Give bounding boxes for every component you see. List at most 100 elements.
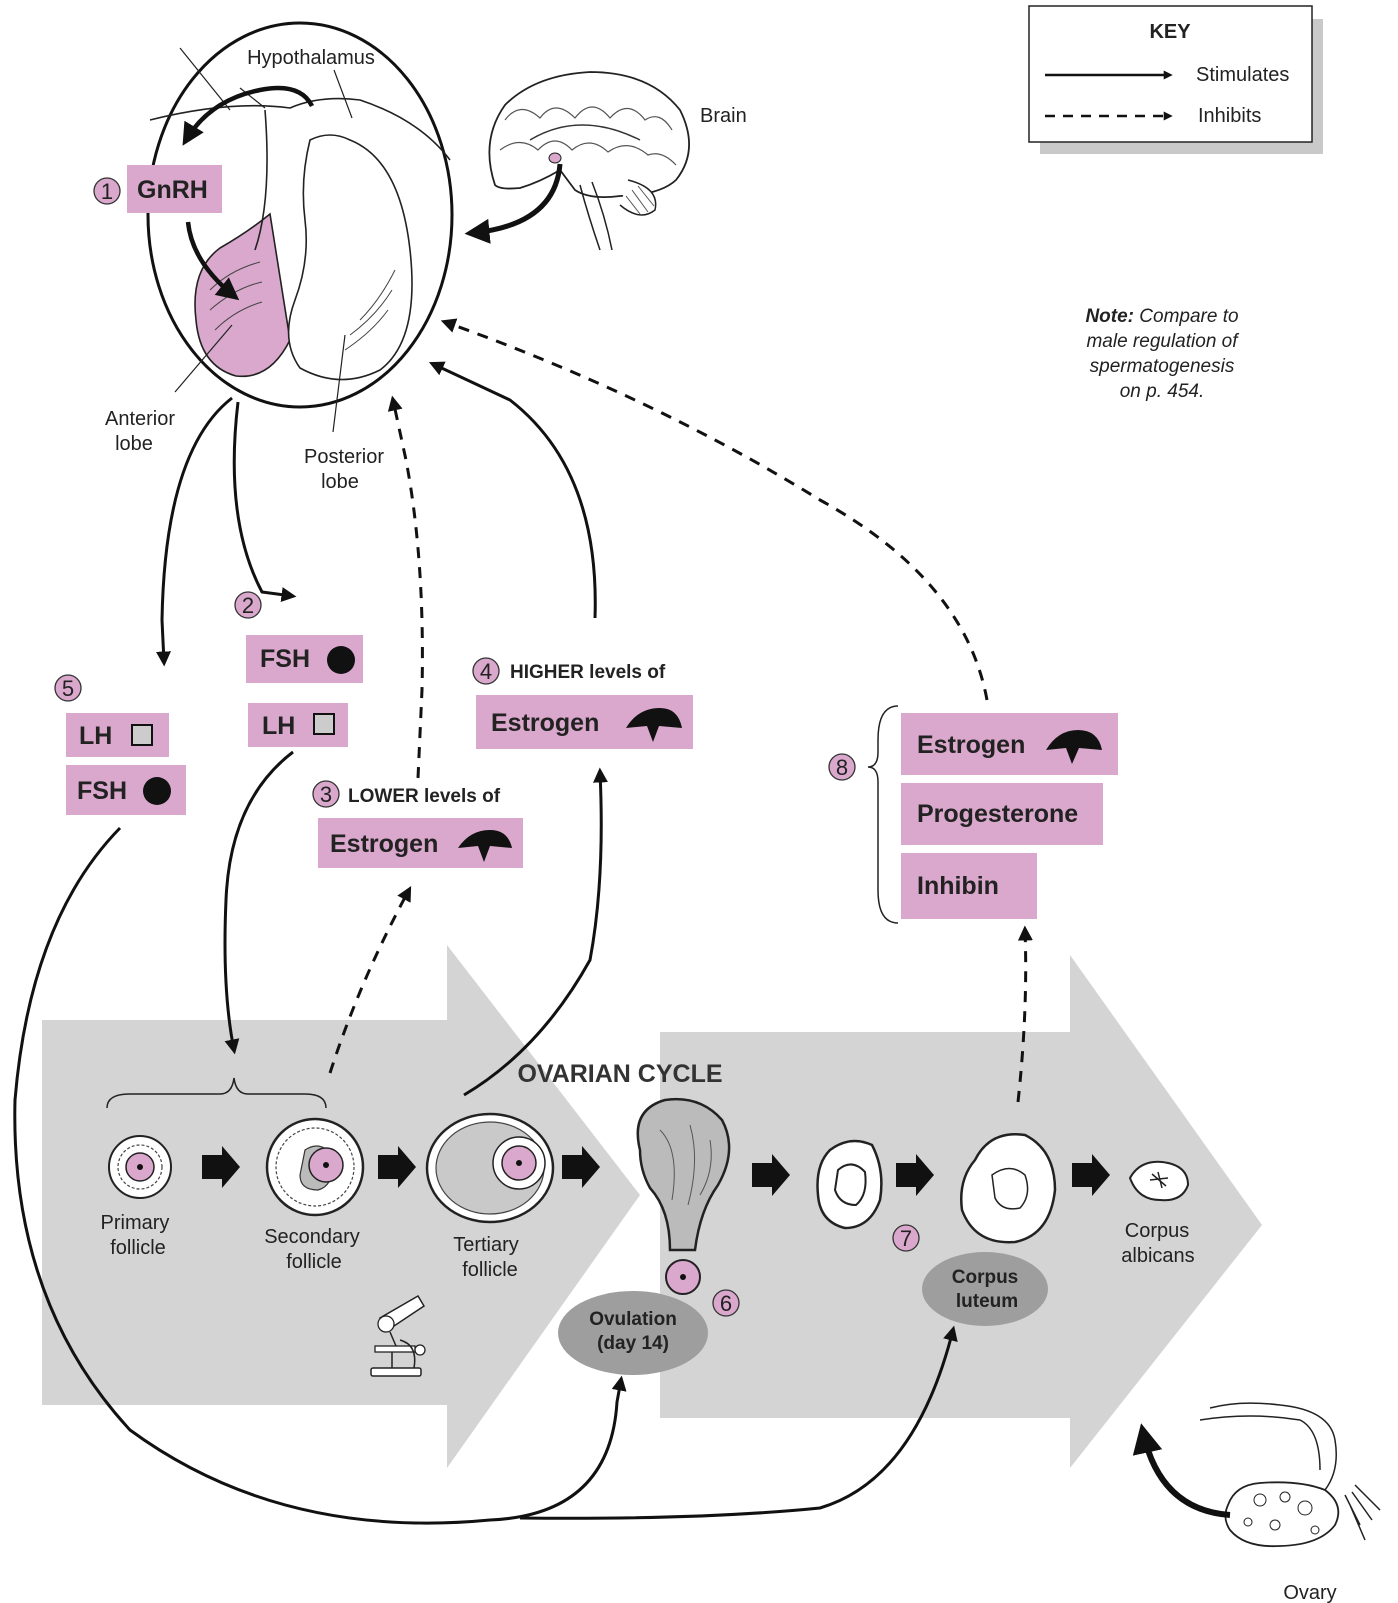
group8-inhibit-arrow: [440, 318, 989, 701]
corpus-luteum-label-2: luteum: [956, 1291, 1018, 1312]
seq-arrow-3: [562, 1146, 600, 1188]
ovary-to-cycle-arrow: [1132, 1423, 1231, 1518]
seq-arrow-2: [378, 1146, 416, 1188]
ovulation-label-2: (day 14): [597, 1333, 669, 1354]
step5-to-corpus-luteum-arrow: [519, 1325, 958, 1520]
secondary-follicle-icon: [265, 1117, 365, 1217]
seq-arrow-6: [1072, 1154, 1110, 1196]
brain-label: Brain: [700, 105, 747, 127]
brain-icon: [488, 71, 690, 251]
posterior-lobe-label-2: lobe: [321, 471, 359, 493]
step-7-marker: [892, 1224, 920, 1252]
brain-to-pituitary-arrow: [464, 163, 563, 244]
svg-text:Note: Compare to: Note: Compare to: [1085, 306, 1238, 327]
svg-text:Tertiary: Tertiary: [453, 1234, 519, 1256]
svg-text:male regulation of: male regulation of: [1086, 331, 1239, 352]
pituitary-illustration: [146, 21, 454, 433]
tertiary-follicle-icon: [425, 1112, 555, 1224]
corpus-luteum-icon: [960, 1133, 1057, 1244]
svg-text:follicle: follicle: [110, 1237, 166, 1259]
step-8-marker: [828, 753, 856, 781]
gnrh-box: [127, 165, 222, 213]
step-3-marker: [312, 780, 340, 808]
gnrh-label: GnRH: [137, 176, 208, 204]
lh-square-icon: [313, 713, 335, 735]
hypothalamus-label: Hypothalamus: [247, 47, 375, 69]
gnrh-to-anterior-arrow: [185, 221, 240, 301]
lh-to-follicles-arrow: [223, 750, 294, 1055]
estrogen-fan-icon-4: [626, 708, 682, 742]
svg-text:1: 1: [101, 179, 113, 204]
svg-text:albicans: albicans: [1121, 1245, 1194, 1267]
svg-text:Progesterone: Progesterone: [917, 800, 1078, 828]
hypothalamus-to-gnrh-arrow: [182, 85, 315, 146]
svg-text:Inhibin: Inhibin: [917, 872, 999, 900]
ovarian-cycle-band-right: [660, 955, 1262, 1468]
svg-text:Estrogen: Estrogen: [917, 731, 1025, 759]
inhibin-box: [901, 853, 1037, 919]
svg-text:Secondary: Secondary: [264, 1226, 360, 1248]
key-title: KEY: [1149, 21, 1191, 43]
microscope-icon: [370, 1294, 426, 1377]
ovulation-oval: [558, 1291, 708, 1375]
higher-estrogen-stimulate-arrow: [428, 361, 597, 619]
svg-text:Primary: Primary: [101, 1212, 170, 1234]
corpus-luteum-oval: [922, 1252, 1048, 1326]
anterior-lobe-label: Anterior: [105, 408, 175, 430]
seq-arrow-5: [896, 1154, 934, 1196]
fsh-circle-icon: [327, 646, 355, 674]
ovulation-label: Ovulation: [589, 1309, 677, 1330]
svg-text:spermatogenesis: spermatogenesis: [1090, 356, 1235, 377]
step-2-marker: [234, 591, 262, 619]
seq-arrow-4: [752, 1154, 790, 1196]
svg-text:follicle: follicle: [286, 1251, 342, 1273]
svg-text:8: 8: [836, 755, 848, 780]
svg-text:Corpus: Corpus: [1125, 1220, 1189, 1242]
ovary-icon: [1199, 1402, 1381, 1548]
svg-text:LH: LH: [262, 712, 295, 740]
svg-text:FSH: FSH: [260, 645, 310, 673]
primary-follicle-icon: [108, 1135, 172, 1199]
early-corpus-luteum-icon: [816, 1139, 883, 1230]
svg-text:2: 2: [242, 593, 254, 618]
corpus-luteum-to-group8-arrow: [1016, 925, 1033, 1103]
step-6-marker: [712, 1289, 740, 1317]
progesterone-box: [901, 783, 1103, 845]
svg-text:3: 3: [320, 782, 332, 807]
note-text: Note: Compare to male regulation of sper…: [1085, 306, 1239, 402]
corpus-albicans-icon: [1128, 1160, 1190, 1202]
corpus-luteum-label: Corpus: [952, 1267, 1019, 1288]
step5-to-ovulation-arrow: [13, 826, 627, 1525]
anterior-lobe-label-2: lobe: [115, 433, 153, 455]
estrogen-fan-icon-8: [1046, 730, 1102, 764]
ovulating-follicle-icon: [636, 1098, 731, 1295]
pituitary-to-step2-arrow: [232, 401, 297, 603]
ovary-label: Ovary: [1283, 1582, 1336, 1603]
fsh-circle-icon-5: [143, 777, 171, 805]
step-4-marker: [472, 657, 500, 685]
posterior-lobe-label: Posterior: [304, 446, 384, 468]
svg-text:LH: LH: [79, 722, 112, 750]
svg-text:Estrogen: Estrogen: [491, 709, 599, 737]
seq-arrow-1: [202, 1146, 240, 1188]
step-5-marker: [54, 674, 82, 702]
lower-levels-label: LOWER levels of: [348, 786, 501, 807]
step-1-marker: [93, 177, 121, 205]
key-inhibits: Inhibits: [1198, 105, 1261, 127]
higher-levels-label: HIGHER levels of: [510, 662, 666, 683]
key-stimulates: Stimulates: [1196, 64, 1289, 86]
follicle-brace: [106, 1077, 327, 1109]
svg-text:7: 7: [900, 1226, 912, 1251]
svg-text:5: 5: [62, 676, 74, 701]
svg-text:on p. 454.: on p. 454.: [1120, 381, 1205, 402]
step-8-brace: [867, 705, 899, 924]
svg-text:6: 6: [720, 1291, 732, 1316]
svg-text:4: 4: [480, 659, 492, 684]
svg-text:follicle: follicle: [462, 1259, 518, 1281]
svg-text:Estrogen: Estrogen: [330, 830, 438, 858]
estrogen-fan-icon-3: [458, 830, 512, 862]
pituitary-to-step5-arrow: [156, 396, 233, 667]
lh-square-icon-5: [131, 724, 153, 746]
